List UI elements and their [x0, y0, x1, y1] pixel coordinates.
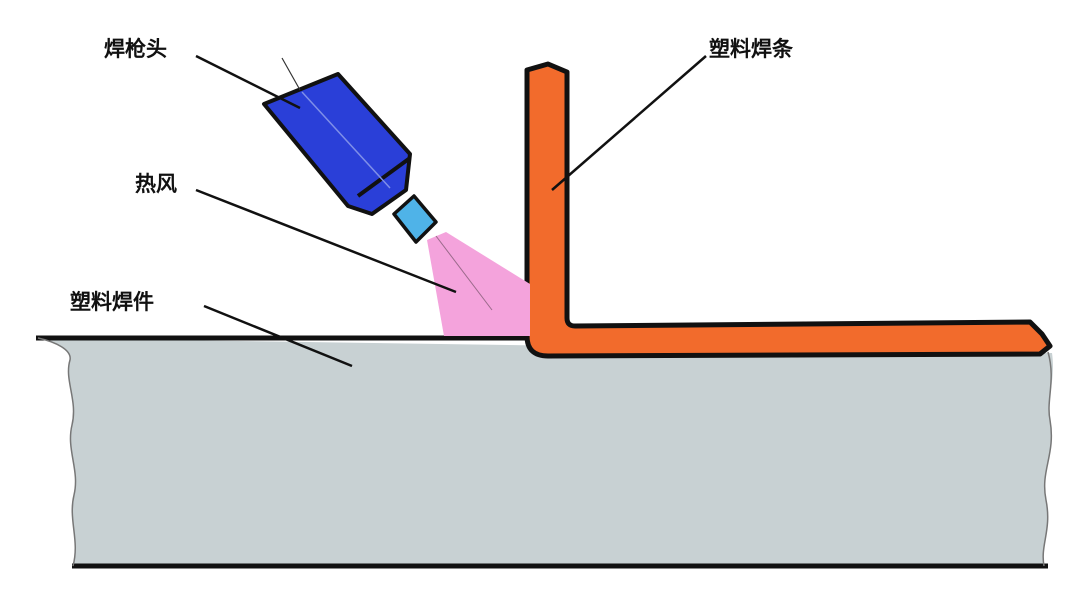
torch-head-icon — [262, 57, 438, 244]
torch-highlight — [301, 91, 391, 189]
hot-air-label: 热风 — [135, 172, 177, 196]
workpiece-body — [38, 338, 1053, 566]
workpiece-label: 塑料焊件 — [70, 290, 154, 314]
torch-ring — [356, 156, 412, 198]
workpiece-right-edge — [1042, 351, 1053, 567]
welding-rod-label: 塑料焊条 — [709, 37, 793, 61]
torch-cable — [281, 57, 301, 91]
torch-head-label: 焊枪头 — [104, 37, 167, 61]
workpiece-left-edge — [37, 337, 77, 567]
leader-line-workpiece — [203, 304, 353, 368]
welding-rod — [524, 61, 1053, 359]
hot-air-stream — [427, 232, 530, 336]
torch-body — [262, 72, 412, 216]
leader-line-hot-air — [195, 188, 457, 294]
hot-air-stream-line — [435, 235, 493, 311]
leader-line-torch — [195, 54, 301, 110]
torch-nozzle — [392, 194, 438, 244]
leader-line-welding-rod — [551, 55, 707, 191]
